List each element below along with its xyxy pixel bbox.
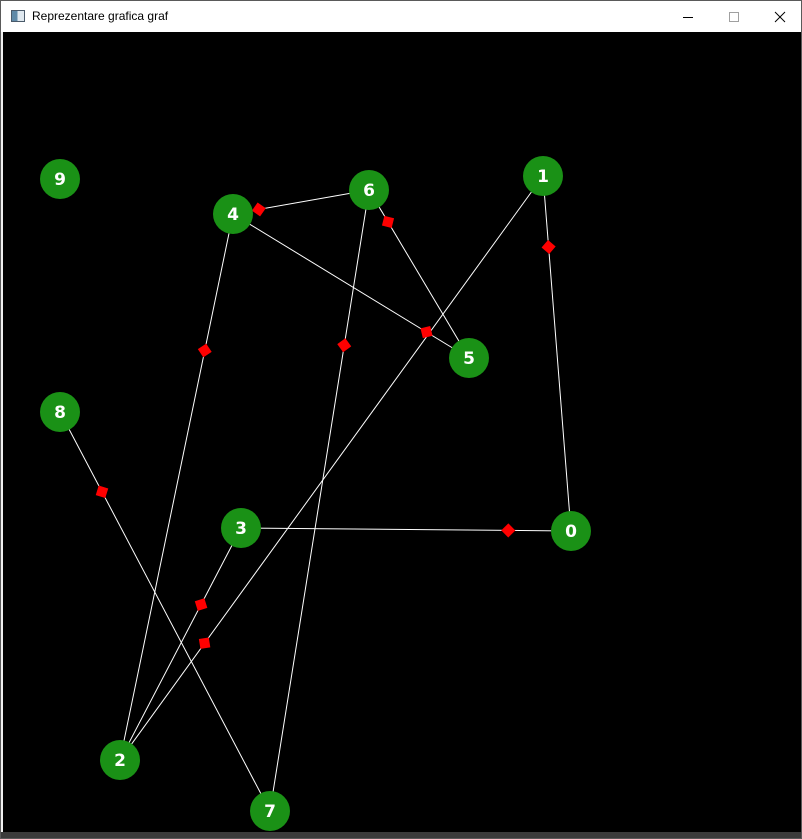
edge-1-2 — [119, 175, 544, 761]
node-circle — [40, 159, 80, 199]
edge-marker-8-7 — [95, 485, 109, 499]
edge-marker-6-5 — [381, 215, 395, 228]
minimize-icon — [683, 16, 693, 18]
maximize-icon — [729, 11, 739, 22]
edge-1-0 — [542, 175, 572, 532]
edge-marker-6-7 — [337, 338, 352, 353]
node-circle — [551, 511, 591, 551]
edge-marker-3-0 — [501, 523, 516, 538]
node-circle — [100, 740, 140, 780]
nodes-layer: 0 1 2 3 4 5 6 7 8 9 — [40, 156, 591, 831]
edge-marker-4-2 — [197, 343, 212, 358]
edge-4-5 — [232, 213, 470, 359]
node-circle — [449, 338, 489, 378]
edge-6-5 — [368, 189, 470, 359]
node-label: 4 — [227, 205, 239, 225]
node-circle — [221, 508, 261, 548]
edges-layer — [59, 175, 572, 812]
edge-8-7 — [59, 411, 271, 812]
graph-node-3[interactable]: 3 — [221, 508, 261, 548]
node-label: 0 — [565, 522, 577, 542]
node-circle — [213, 194, 253, 234]
node-label: 3 — [235, 519, 247, 539]
window-title: Reprezentare grafica graf — [32, 9, 169, 23]
node-label: 1 — [537, 167, 549, 187]
node-label: 7 — [264, 802, 276, 822]
graph-canvas[interactable]: 0 1 2 3 4 5 6 7 8 9 — [3, 32, 801, 832]
node-label: 5 — [463, 349, 475, 369]
close-icon — [774, 11, 786, 22]
graph-node-5[interactable]: 5 — [449, 338, 489, 378]
edge-marker-6-4 — [251, 202, 266, 217]
node-label: 2 — [114, 751, 126, 771]
graph-drawing: 0 1 2 3 4 5 6 7 8 9 — [40, 156, 591, 831]
edge-marker-3-2 — [194, 598, 208, 611]
node-label: 6 — [363, 181, 375, 201]
app-window-icon — [11, 10, 25, 22]
edge-marker-1-2 — [198, 637, 211, 649]
close-button[interactable] — [757, 1, 802, 32]
node-circle — [349, 170, 389, 210]
edge-markers-layer — [95, 202, 556, 649]
node-circle — [250, 791, 290, 831]
node-label: 8 — [54, 403, 66, 423]
minimize-button[interactable] — [665, 1, 711, 32]
graph-node-4[interactable]: 4 — [213, 194, 253, 234]
graph-node-0[interactable]: 0 — [551, 511, 591, 551]
node-circle — [40, 392, 80, 432]
graph-node-8[interactable]: 8 — [40, 392, 80, 432]
graph-node-2[interactable]: 2 — [100, 740, 140, 780]
edge-3-0 — [240, 527, 572, 532]
edge-marker-1-0 — [541, 239, 556, 255]
window-bottom-edge — [1, 832, 801, 838]
edge-3-2 — [119, 527, 242, 761]
node-label: 9 — [54, 170, 66, 190]
graph-node-6[interactable]: 6 — [349, 170, 389, 210]
edge-4-2 — [119, 213, 234, 761]
graph-node-1[interactable]: 1 — [523, 156, 563, 196]
edge-marker-4-5 — [420, 326, 433, 339]
edge-6-7 — [269, 189, 370, 812]
node-circle — [523, 156, 563, 196]
graph-node-7[interactable]: 7 — [250, 791, 290, 831]
maximize-button[interactable] — [711, 1, 757, 32]
title-bar[interactable]: Reprezentare grafica graf — [1, 1, 801, 32]
graph-node-9[interactable]: 9 — [40, 159, 80, 199]
